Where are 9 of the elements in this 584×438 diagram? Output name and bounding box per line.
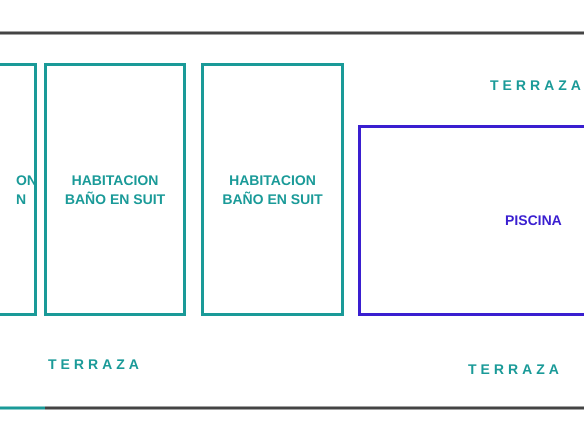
pool-outline [358,125,584,316]
room-label: HABITACION BAÑO EN SUIT [221,170,324,208]
area-label: TERRAZA [48,356,143,372]
area-label: TERRAZA [468,361,563,377]
pool-label: PISCINA [505,211,562,230]
area-label: TERRAZA [490,77,584,93]
room-label: HABITACION BAÑO EN SUIT [64,170,166,208]
room-outline [44,63,186,316]
room-outline [201,63,344,316]
